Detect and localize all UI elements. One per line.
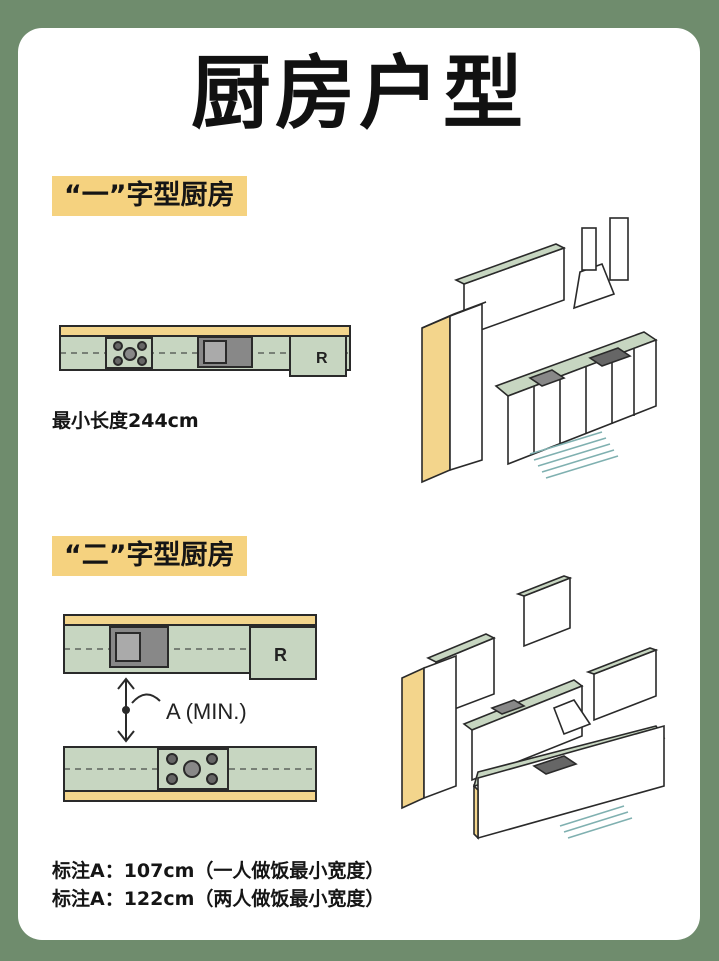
burner-icon [137,356,147,366]
burner-icon [113,341,123,351]
fridge-label: R [274,645,287,665]
burner-icon [137,341,147,351]
burner-icon [206,773,218,785]
fridge-label: R [316,350,328,367]
section2-note-2: 标注A：122cm（两人做饭最小宽度） [52,888,385,910]
section1-plan-diagram: R [59,325,351,377]
section2-heading: “二”字型厨房 [52,536,247,576]
section2-isometric-diagram [401,575,666,840]
section1-isometric-diagram [421,217,658,484]
burner-icon [206,753,218,765]
section1-note: 最小长度244cm [52,410,199,432]
burner-icon [113,356,123,366]
section2-note-1: 标注A：107cm（一人做饭最小宽度） [52,860,385,882]
poster-card: 厨房户型 “一”字型厨房 R 最小长度244cm [18,28,700,940]
burner-icon [123,347,137,361]
burner-icon [183,760,201,778]
page-title: 厨房户型 [191,47,527,140]
section1-heading: “一”字型厨房 [52,176,247,216]
dimension-label: A (MIN.) [166,699,247,724]
burner-icon [166,773,178,785]
section2-plan-diagram: R A (MIN.) [63,614,317,802]
burner-icon [166,753,178,765]
